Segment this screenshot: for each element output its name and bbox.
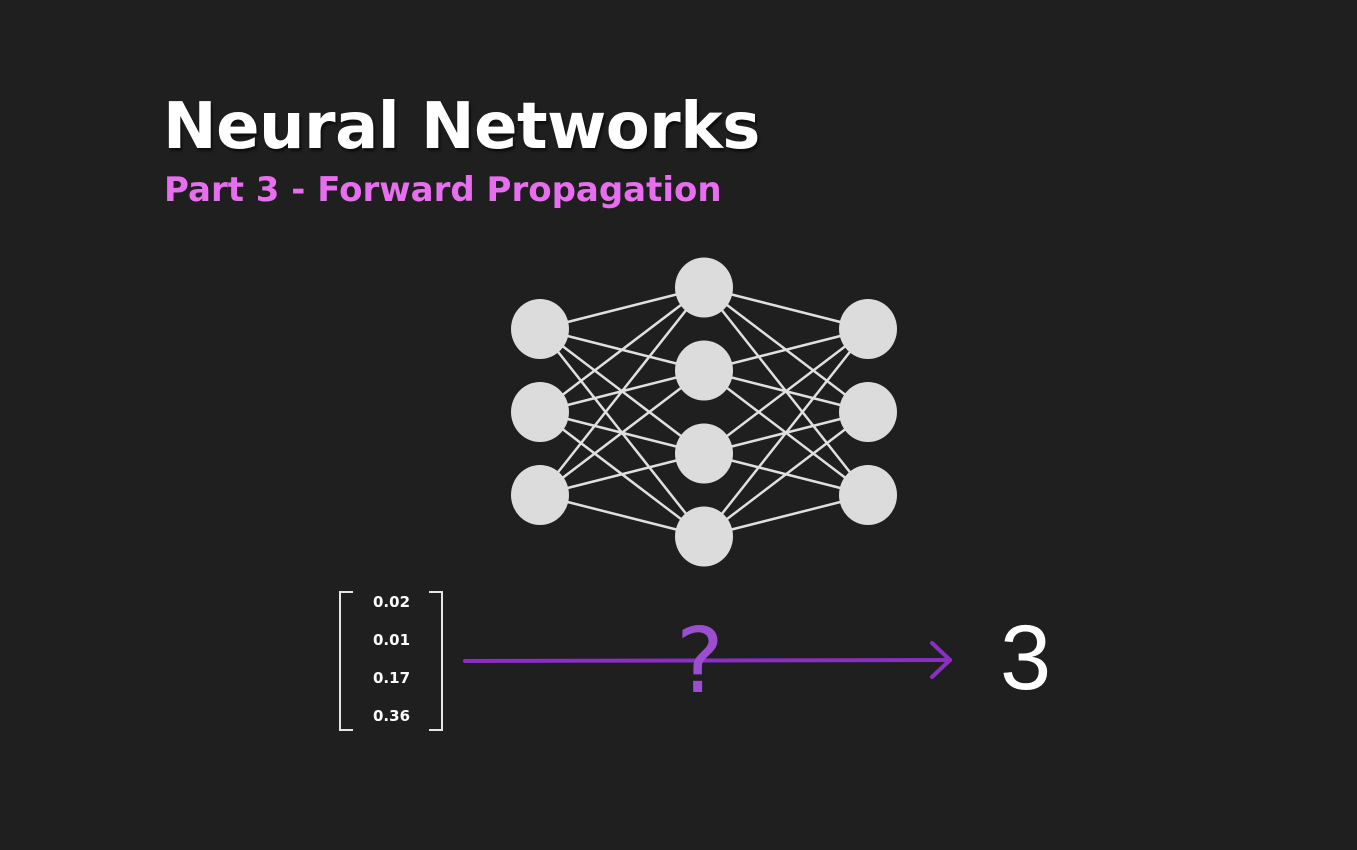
page-subtitle: Part 3 - Forward Propagation — [164, 170, 722, 210]
output-value: 3 — [1000, 607, 1052, 709]
output-node — [839, 382, 897, 442]
network-nodes — [511, 257, 897, 567]
input-vector: 0.02 0.01 0.17 0.36 — [339, 591, 443, 731]
vector-value: 0.17 — [373, 669, 411, 687]
vector-left-bracket — [339, 591, 353, 731]
input-node — [511, 382, 569, 442]
hidden-node — [675, 340, 733, 401]
input-node — [511, 465, 569, 525]
arrow-head — [930, 641, 952, 679]
output-node — [839, 465, 897, 525]
question-mark: ? — [676, 609, 724, 714]
vector-right-bracket — [429, 591, 443, 731]
arrow-shaft — [463, 658, 952, 663]
input-node — [511, 299, 569, 359]
network-edge — [539, 286, 705, 413]
page-title: Neural Networks — [163, 90, 760, 164]
hidden-node — [675, 257, 733, 318]
network-edge — [703, 328, 869, 455]
network-edge — [703, 328, 869, 538]
right-arrow-icon — [463, 641, 952, 679]
vector-value: 0.01 — [373, 631, 411, 649]
vector-value: 0.02 — [373, 593, 411, 611]
vector-value: 0.36 — [373, 707, 411, 725]
output-node — [839, 299, 897, 359]
vector-values: 0.02 0.01 0.17 0.36 — [373, 591, 413, 743]
network-edge — [539, 369, 705, 496]
network-edge — [539, 286, 705, 496]
network-edges — [539, 286, 869, 538]
network-edge — [703, 411, 869, 538]
hidden-node — [675, 506, 733, 567]
hidden-node — [675, 423, 733, 484]
